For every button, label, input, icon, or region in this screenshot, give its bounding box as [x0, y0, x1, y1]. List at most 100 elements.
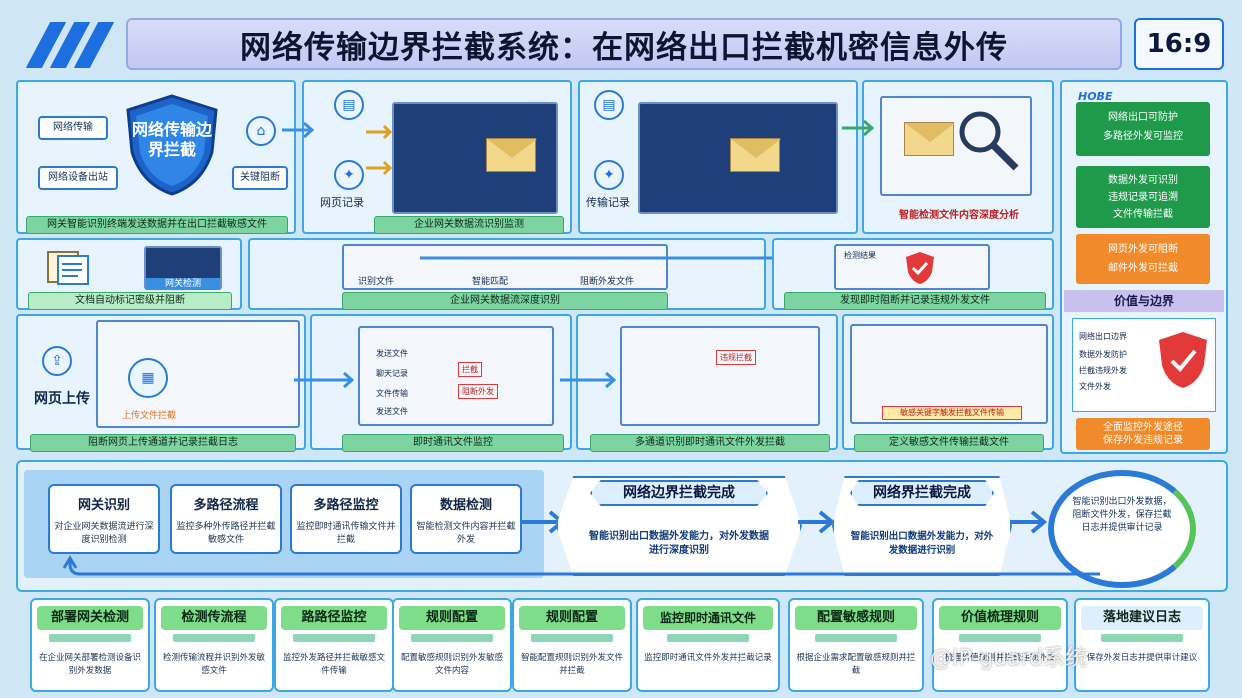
footer-card-6-title: 配置敏感规则 [795, 606, 917, 630]
flow-hex-2-title: 网络界拦截完成 [850, 480, 994, 506]
footer-card-8-bar [1101, 634, 1183, 642]
row2-panel-flow: 识别文件 智能匹配 阻断外发文件 企业网关数据流深度识别 [248, 238, 766, 310]
aspect-ratio-badge: 16:9 [1134, 18, 1224, 70]
sidebar-green-2-line-2: 文件传输拦截 [1113, 209, 1173, 220]
row3-panel-define: 敏感关键字触发拦截文件传输 定义敏感文件传输拦截文件 [842, 314, 1054, 452]
page-title-bar: 网络传输边界拦截系统：在网络出口拦截机密信息外传 [126, 18, 1122, 70]
sidebar-value-item-2: 拦截违规外发 [1079, 366, 1127, 375]
row1-mid-icon-label: 网页记录 [320, 196, 364, 209]
flow-arrow-b [798, 510, 836, 534]
flow-arrow-c [1010, 510, 1048, 534]
footer-card-2-bar [293, 634, 375, 642]
row1-panel-shield: 网络传输 网络设备出站 网络传输边界拦截 ⌂ 关键阻断 网关智能识别终端发送数据… [16, 80, 296, 234]
flow-card-0: 网关识别 对企业网关数据流进行深度识别检测 [48, 484, 160, 554]
sidebar-shield-icon [1159, 332, 1207, 388]
row3-define-window: 敏感关键字触发拦截文件传输 [850, 324, 1048, 424]
header-stripes-logo [25, 18, 120, 70]
chat-tag-left-3: 发送文件 [376, 407, 408, 416]
arrow-row1-a [282, 121, 315, 139]
footer-card-6-body: 根据企业需求配置敏感规则并拦截 [796, 653, 916, 676]
footer-card-3-title: 规则配置 [399, 606, 505, 630]
row3-panel-multi: 违规拦截 多通道识别即时通讯文件外发拦截 [576, 314, 838, 452]
footer-card-4: 规则配置 智能配置规则识别外发文件并拦截 [512, 598, 632, 692]
analysis-document [880, 96, 1032, 196]
row2-flow-item-2: 阻断外发文件 [580, 277, 635, 287]
row2-result-title: 检测结果 [844, 251, 876, 260]
row2-result-window: 检测结果 [834, 244, 990, 290]
sidebar-orange-line-0: 网页外发可阻断 [1108, 244, 1178, 255]
row3-panel-im: 发送文件 聊天记录 文件传输 发送文件 拦截 阻断外发 即时通讯文件监控 [310, 314, 572, 452]
row1-analysis-caption: 智能检测文件内容深度分析 [899, 210, 1019, 221]
footer-card-1-bar [173, 634, 255, 642]
row3-mid-caption: 即时通讯文件监控 [342, 434, 564, 452]
flow-card-2: 多路径监控 监控即时通讯传输文件并拦截 [290, 484, 402, 554]
flow-card-1-body: 监控多种外传路径并拦截敏感文件 [176, 522, 276, 545]
sidebar-value-item-0: 网络出口边界 [1079, 332, 1127, 341]
flow-hex-1-title: 网络边界拦截完成 [590, 480, 768, 506]
footer-card-1-title: 检测传流程 [161, 606, 267, 630]
row3-multi-window: 违规拦截 [620, 326, 820, 426]
row1-right-box: 关键阻断 [232, 166, 288, 190]
footer-card-4-body: 智能配置规则识别外发文件并拦截 [520, 653, 623, 676]
gateway-monitor-screen [392, 102, 558, 214]
row3-left-window-action: 上传文件拦截 [122, 411, 177, 421]
row3-im-window: 发送文件 聊天记录 文件传输 发送文件 拦截 阻断外发 [358, 326, 554, 426]
row2-panel-doc: 网关检测 文档自动标记密级并阻断 [16, 238, 242, 310]
footer-card-1-body: 检测传输流程并识别外发敏感文件 [162, 653, 265, 676]
footer-card-7-title: 价值梳理规则 [939, 606, 1061, 630]
footer-card-6-bar [815, 634, 897, 642]
flow-hex-1-sub: 智能识别出口数据外发能力，对外发数据进行深度识别 [589, 531, 769, 556]
shield-icon [126, 94, 218, 196]
row1-mid-caption: 企业网关数据流识别监测 [374, 216, 564, 234]
footer-card-3-body: 配置敏感规则识别外发敏感文件内容 [400, 653, 503, 676]
row2-window-label: 网关检测 [146, 278, 220, 290]
shield-title: 网络传输边界拦截 [131, 120, 212, 159]
footer-card-3: 规则配置 配置敏感规则识别外发敏感文件内容 [392, 598, 512, 692]
row3-web-upload-label: 网页上传 [34, 391, 90, 407]
flow-circle-text: 智能识别出口外发数据，阻断文件外发，保存拦截日志并提供审计记录 [1072, 497, 1172, 533]
sidebar-green-1-line-1: 多路径外发可监控 [1103, 131, 1183, 142]
footer-card-2: 路路径监控 监控外发路径并拦截敏感文件传输 [274, 598, 394, 692]
footer-card-5-body: 监控即时通讯文件外发并拦截记录 [644, 653, 772, 663]
row3-right-caption: 多通道识别即时通讯文件外发拦截 [590, 434, 830, 452]
arrow-row1-b [842, 119, 875, 137]
sidebar-bottom-box: 全面监控外发途径 保存外发违规记录 [1076, 418, 1210, 450]
chat-tag-right-2: 违规拦截 [716, 350, 756, 365]
arrow-row3-b [560, 371, 617, 389]
flow-result-circle: 智能识别出口外发数据，阻断文件外发，保存拦截日志并提供审计记录 [1048, 470, 1196, 588]
footer-card-1: 检测传流程 检测传输流程并识别外发敏感文件 [154, 598, 274, 692]
footer-card-0-bar [49, 634, 131, 642]
row2-left-caption: 文档自动标记密级并阻断 [28, 292, 232, 310]
row1-left-caption: 网关智能识别终端发送数据并在出口拦截敏感文件 [26, 216, 288, 234]
footer-card-0: 部署网关检测 在企业网关部署检测设备识别外发数据 [30, 598, 150, 692]
footer-card-8: 落地建议日志 保存外发日志并提供审计建议 [1074, 598, 1210, 692]
footer-card-2-title: 路路径监控 [281, 606, 387, 630]
envelope-icon-2 [730, 138, 781, 172]
sidebar-green-box-1: 网络出口可防护 多路径外发可监控 [1076, 102, 1210, 156]
footer-card-3-bar [411, 634, 493, 642]
row1-panel-gateway: ▤ ✦ 网页记录 企业网关数据流识别监测 [302, 80, 572, 234]
chat-tag-left-1: 聊天记录 [376, 369, 408, 378]
sidebar-green-box-2: 数据外发可识别 违规记录可追溯 文件传输拦截 [1076, 166, 1210, 228]
chat-tag-right-0: 拦截 [458, 362, 482, 377]
flow-card-2-body: 监控即时通讯传输文件并拦截 [296, 522, 396, 545]
bird-icon-2: ✦ [594, 160, 624, 190]
sidebar-value-card: 网络出口边界 数据外发防护 拦截违规外发 文件外发 [1072, 318, 1216, 412]
envelope-icon [486, 138, 537, 172]
cart-icon: ▤ [334, 90, 364, 120]
footer-card-6: 配置敏感规则 根据企业需求配置敏感规则并拦截 [788, 598, 924, 692]
cart-icon-2: ▤ [594, 90, 624, 120]
sidebar-green-2-line-1: 违规记录可追溯 [1108, 192, 1178, 203]
bird-icon: ✦ [334, 160, 364, 190]
flow-card-1-title: 多路径流程 [193, 498, 259, 513]
row3-far-right-caption: 定义敏感文件传输拦截文件 [854, 434, 1044, 452]
flow-card-3: 数据检测 智能检测文件内容并拦截外发 [410, 484, 522, 554]
sidebar-value-item-1: 数据外发防护 [1079, 350, 1127, 359]
footer-card-8-body: 保存外发日志并提供审计建议 [1086, 653, 1198, 663]
footer-card-7-body: 梳理价值规则并拦截违规外发 [944, 653, 1056, 663]
sidebar-logo: HOBE [1078, 90, 1113, 103]
row1-left-box-top: 网络传输 [38, 116, 108, 140]
alert-shield-icon [906, 252, 934, 284]
arrow-row3-a [294, 371, 355, 389]
footer-card-5-title: 监控即时通讯文件 [643, 606, 773, 630]
